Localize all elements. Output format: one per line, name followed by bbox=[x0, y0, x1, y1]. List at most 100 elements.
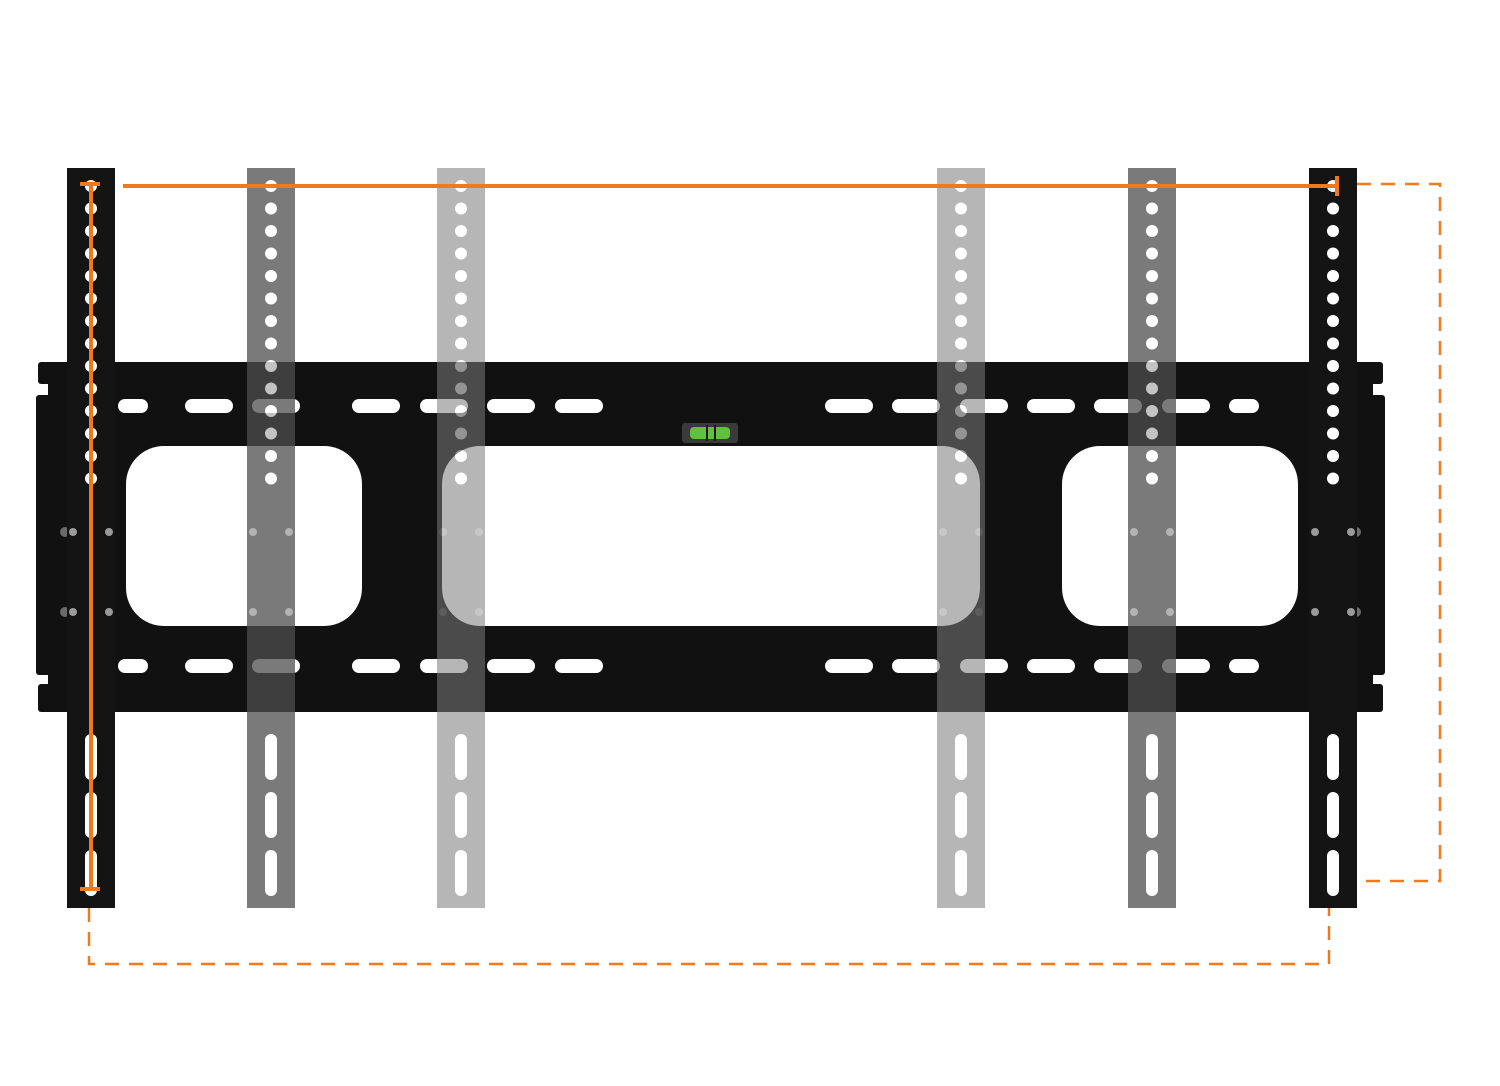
arm-bolt bbox=[69, 608, 77, 616]
arm-slot bbox=[955, 734, 967, 780]
arm-hole bbox=[455, 247, 467, 260]
arm-hole bbox=[265, 427, 277, 440]
arm-hole bbox=[1327, 202, 1339, 215]
arm-bolt bbox=[1166, 608, 1174, 616]
arm-slot bbox=[265, 850, 277, 896]
plate-left-tab bbox=[36, 395, 76, 675]
arm-hole bbox=[1146, 427, 1158, 440]
arm-bolt bbox=[69, 528, 77, 536]
arm-hole bbox=[1327, 472, 1339, 485]
arm-hole bbox=[455, 315, 467, 327]
arm-hole bbox=[265, 360, 277, 372]
arm-slot bbox=[455, 734, 467, 780]
plate-slot bbox=[1229, 659, 1259, 673]
arm-bolt bbox=[1166, 528, 1174, 536]
arm-hole bbox=[1146, 337, 1158, 350]
plate-slot bbox=[825, 399, 873, 413]
arm-bolt bbox=[475, 528, 483, 536]
arm-hole bbox=[955, 450, 967, 462]
vesa-range-dashed-outline bbox=[87, 182, 1442, 966]
arm-bar bbox=[1309, 168, 1357, 908]
max-size-solid-markers bbox=[80, 176, 1339, 891]
plate-slot bbox=[1229, 399, 1259, 413]
arm-hole bbox=[1146, 472, 1158, 485]
arm-slot bbox=[455, 792, 467, 838]
arm-hole bbox=[1146, 405, 1158, 417]
plate-bottom-rail bbox=[38, 684, 1383, 712]
vertical-arm bbox=[937, 168, 985, 908]
arm-bolt bbox=[105, 528, 113, 536]
arm-hole bbox=[1146, 360, 1158, 372]
arm-hole bbox=[455, 225, 467, 237]
plate-slot bbox=[487, 659, 535, 673]
arm-bolt bbox=[285, 608, 293, 616]
arm-hole bbox=[955, 382, 967, 395]
arm-slot bbox=[1327, 734, 1339, 780]
arm-bolt bbox=[439, 608, 447, 616]
arm-bolt bbox=[1347, 528, 1355, 536]
arm-hole bbox=[455, 427, 467, 440]
arm-bolt bbox=[1311, 608, 1319, 616]
arm-hole bbox=[265, 337, 277, 350]
arm-slot bbox=[955, 850, 967, 896]
arm-bar bbox=[247, 168, 295, 908]
arm-hole bbox=[265, 450, 277, 462]
arm-bolt bbox=[439, 528, 447, 536]
arm-bolt bbox=[249, 608, 257, 616]
plate-slot bbox=[185, 399, 233, 413]
arm-hole bbox=[955, 247, 967, 260]
arm-bolt bbox=[939, 528, 947, 536]
arm-slot bbox=[1146, 734, 1158, 780]
arm-hole bbox=[265, 202, 277, 215]
arm-bolt bbox=[1347, 608, 1355, 616]
plate-slot bbox=[352, 399, 400, 413]
arm-hole bbox=[1146, 450, 1158, 462]
arm-hole bbox=[955, 427, 967, 440]
arm-bolt bbox=[105, 608, 113, 616]
arm-hole bbox=[1327, 315, 1339, 327]
arm-slot bbox=[1146, 792, 1158, 838]
arm-hole bbox=[455, 450, 467, 462]
arm-hole bbox=[955, 292, 967, 305]
vertical-arms bbox=[67, 168, 1357, 908]
dashed-right-bracket bbox=[1357, 182, 1442, 883]
plate-slot bbox=[892, 659, 940, 673]
arm-hole bbox=[1327, 382, 1339, 395]
arm-hole bbox=[955, 472, 967, 485]
arm-hole bbox=[455, 337, 467, 350]
arm-bar bbox=[937, 168, 985, 908]
dashed-bottom-bracket bbox=[87, 908, 1331, 966]
plate-slot bbox=[185, 659, 233, 673]
vertical-arm bbox=[1309, 168, 1357, 908]
arm-hole bbox=[455, 382, 467, 395]
plate-slot bbox=[1027, 399, 1075, 413]
plate-slot bbox=[892, 399, 940, 413]
arm-hole bbox=[1327, 225, 1339, 237]
arm-bolt bbox=[975, 608, 983, 616]
arm-bolt bbox=[1130, 528, 1138, 536]
vertical-arm bbox=[1128, 168, 1176, 908]
arm-hole bbox=[265, 225, 277, 237]
arm-hole bbox=[265, 382, 277, 395]
arm-bolt bbox=[939, 608, 947, 616]
arm-hole bbox=[455, 292, 467, 305]
arm-bar bbox=[1128, 168, 1176, 908]
arm-bolt bbox=[975, 528, 983, 536]
arm-hole bbox=[1146, 315, 1158, 327]
arm-bar bbox=[437, 168, 485, 908]
plate-slot bbox=[825, 659, 873, 673]
arm-hole bbox=[955, 225, 967, 237]
arm-bolt bbox=[285, 528, 293, 536]
plate-slot bbox=[487, 399, 535, 413]
arm-slot bbox=[265, 792, 277, 838]
plate-slot bbox=[352, 659, 400, 673]
arm-slot bbox=[455, 850, 467, 896]
arm-hole bbox=[1327, 360, 1339, 372]
plate-cutout-center bbox=[442, 446, 980, 626]
plate-cutout-left bbox=[126, 446, 362, 626]
arm-slot bbox=[955, 792, 967, 838]
arm-hole bbox=[265, 315, 277, 327]
arm-hole bbox=[455, 202, 467, 215]
arm-hole bbox=[265, 405, 277, 417]
